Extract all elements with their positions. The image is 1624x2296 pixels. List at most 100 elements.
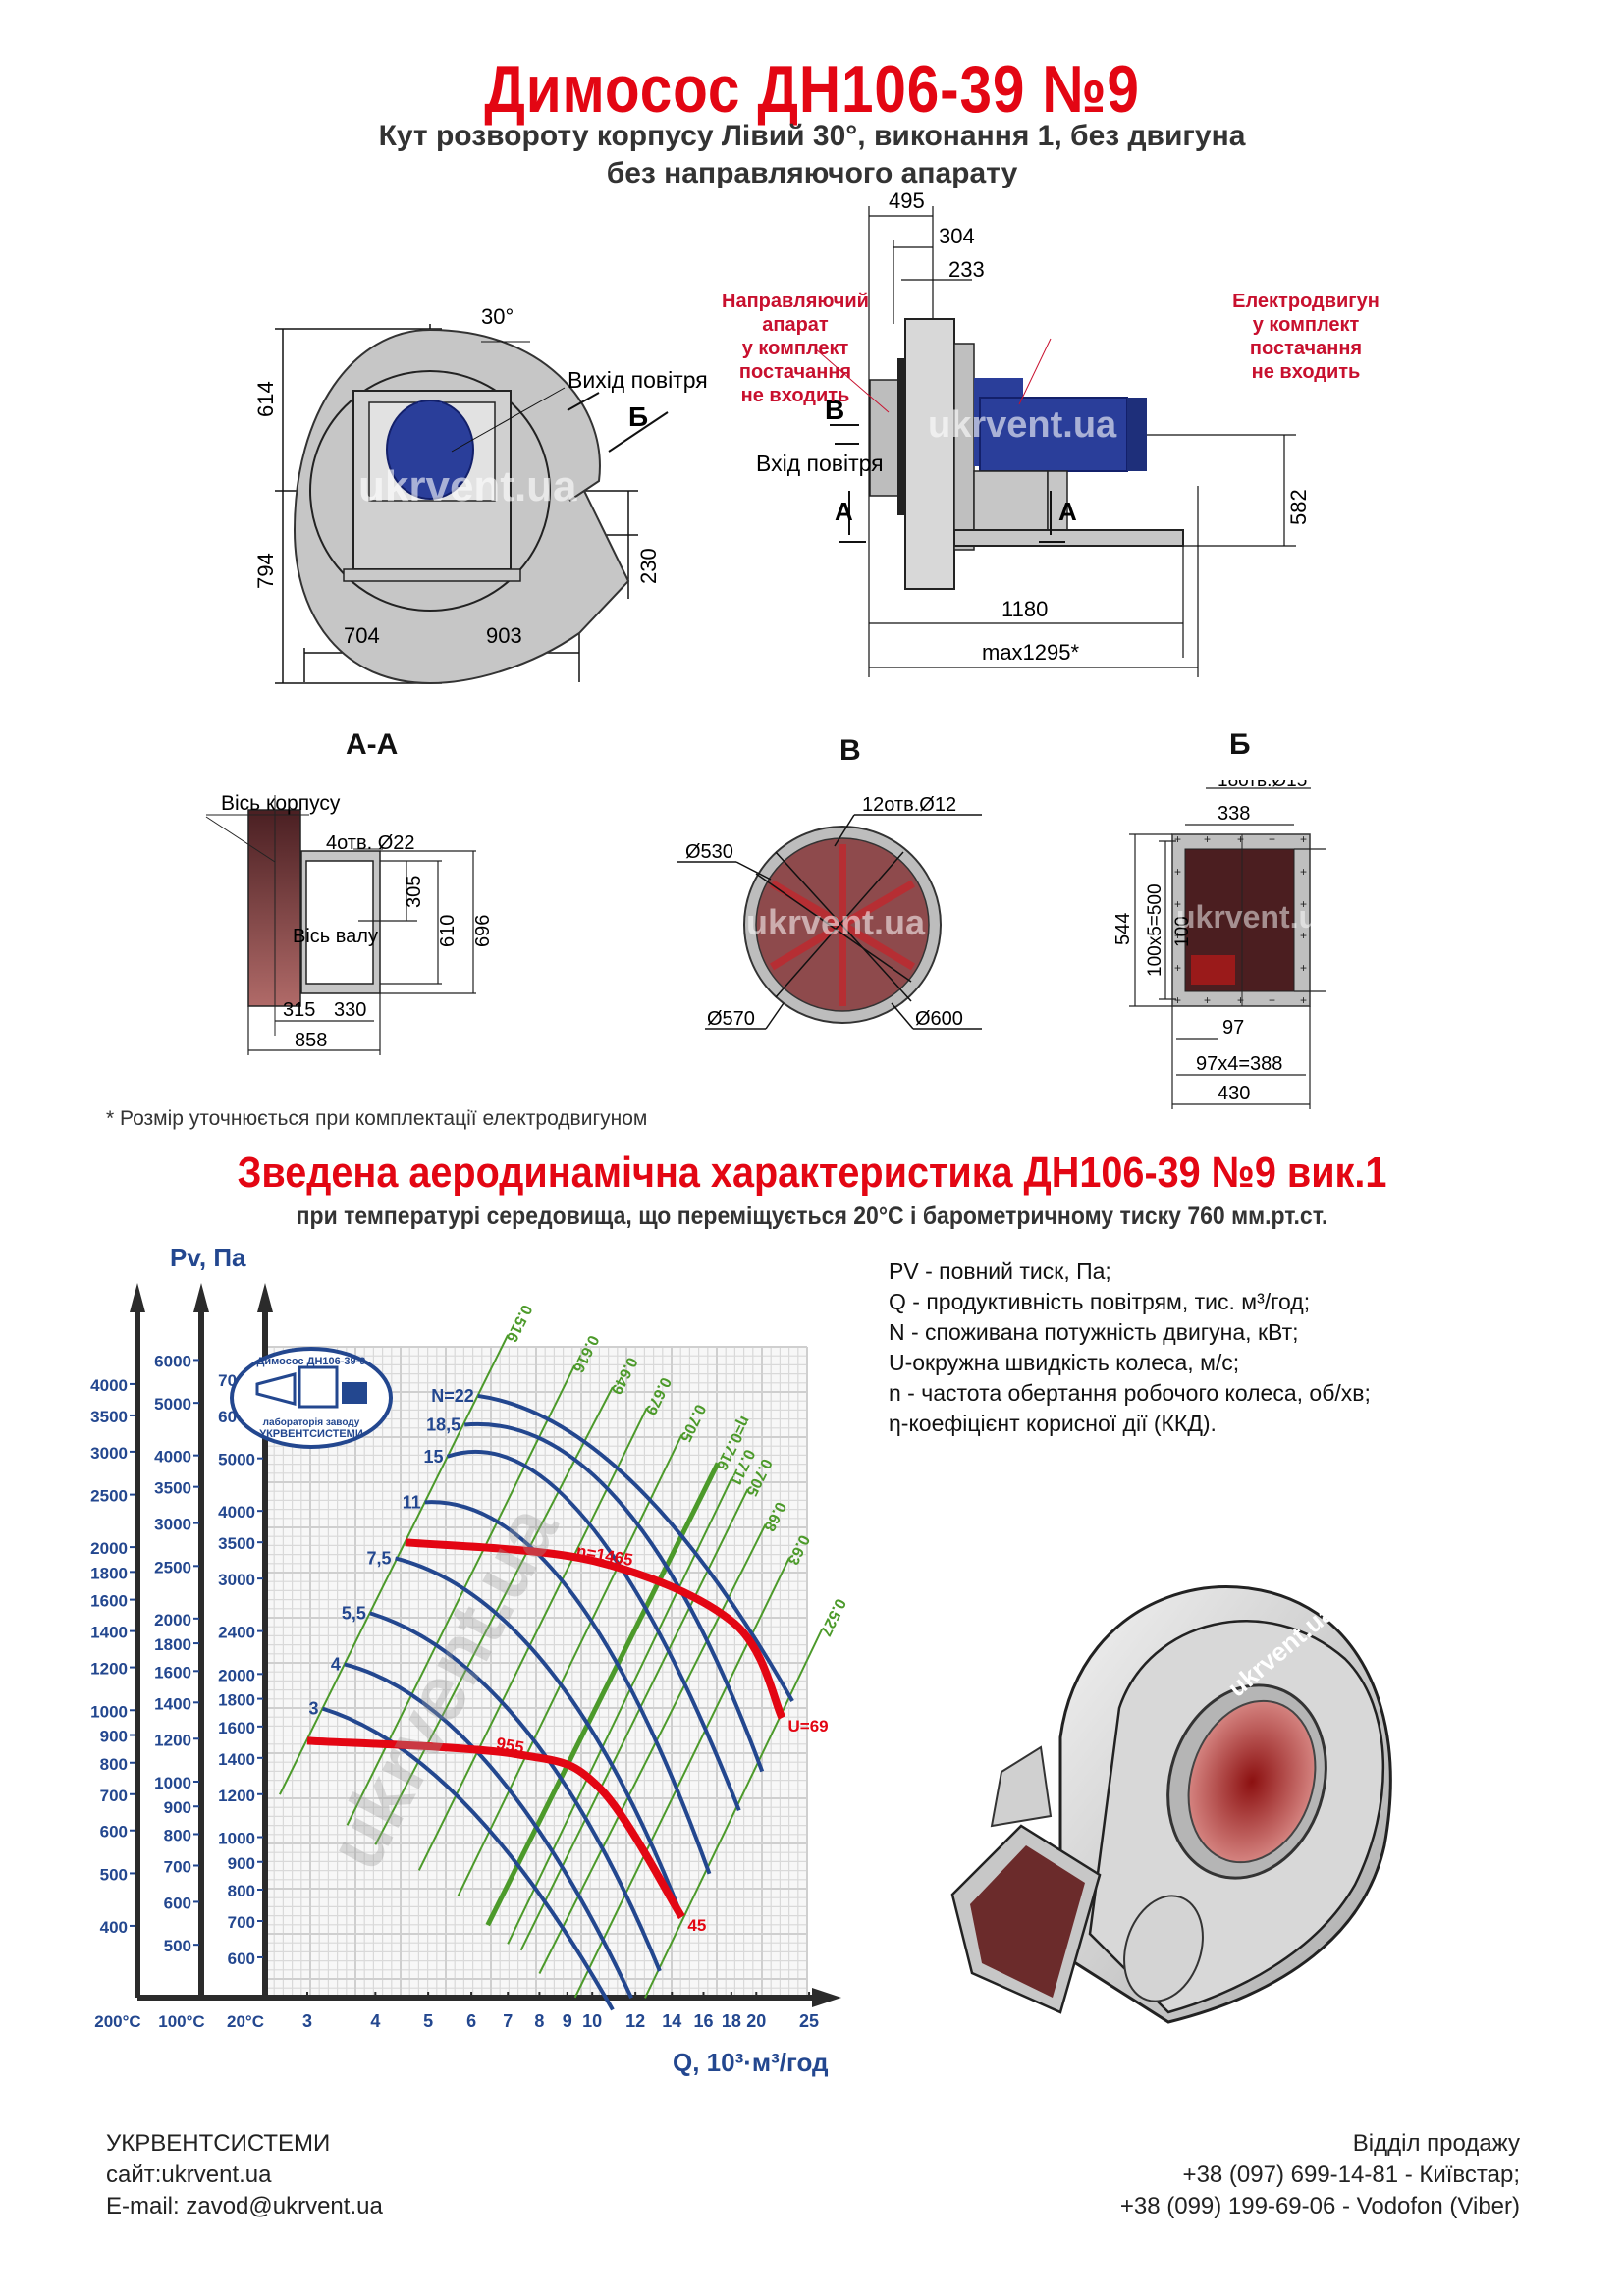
- marker-a-left: А: [835, 497, 853, 526]
- efficiency-line: [457, 1434, 683, 1897]
- efficiency-label: 0.527: [817, 1596, 849, 1639]
- y-tick-label: 2500: [154, 1558, 191, 1576]
- y-tick-label: 1400: [218, 1750, 255, 1769]
- x-tick-label: 3: [302, 2011, 312, 2031]
- temperature-label: 100°C: [158, 2012, 204, 2031]
- y-tick-label: 1400: [154, 1694, 191, 1713]
- power-curve: [463, 1421, 765, 1773]
- y-tick-label: 500: [100, 1865, 128, 1884]
- section-v-drawing: Ø530 Ø570 Ø600 12отв.Ø12 ukrvent.ua: [677, 794, 982, 1030]
- holes-label: 18отв.Ø15: [1218, 780, 1307, 791]
- guide-vane-note: Направляючий апарат у комплект постачанн…: [702, 290, 889, 407]
- y-tick-label: 4000: [90, 1376, 128, 1395]
- power-curve: [369, 1611, 662, 1972]
- angle-label: 30°: [481, 304, 514, 329]
- dim-338: 338: [1218, 803, 1250, 825]
- dim-d570: Ø570: [707, 1008, 755, 1030]
- x-tick-label: 12: [625, 2011, 645, 2031]
- phone-vodafone[interactable]: +38 (099) 199-69-06 - Vodofon (Viber): [1119, 2193, 1520, 2219]
- y-tick-label: 600: [228, 1949, 255, 1968]
- housing-side: [904, 318, 955, 590]
- watermark: ukrvent.ua: [358, 462, 577, 510]
- svg-text:+: +: [1237, 832, 1244, 846]
- y-tick-label: 600: [100, 1823, 128, 1842]
- dim-230: 230: [636, 548, 661, 584]
- y-tick-label: 1200: [218, 1787, 255, 1805]
- y-tick-label: 1600: [154, 1663, 191, 1682]
- y-tick-label: 3500: [218, 1534, 255, 1553]
- power-curve-label: 11: [403, 1492, 421, 1512]
- legend-item-pv: PV - повний тиск, Па;: [889, 1258, 1111, 1284]
- efficiency-line: [644, 1629, 824, 1999]
- y-tick-label: 3000: [154, 1516, 191, 1534]
- efficiency-line: [374, 1386, 614, 1845]
- y-tick-label: 3000: [90, 1444, 128, 1463]
- y-tick-label: 5000: [154, 1395, 191, 1414]
- dim-430: 430: [1218, 1083, 1250, 1104]
- dim-614: 614: [253, 381, 278, 417]
- y-tick-label: 1000: [154, 1774, 191, 1792]
- y-tick-label: 3000: [218, 1571, 255, 1589]
- power-curve: [344, 1662, 633, 2000]
- email-link[interactable]: E-mail: zavod@ukrvent.ua: [106, 2193, 383, 2219]
- x-tick-label: 25: [799, 2011, 819, 2031]
- guide-note-line-1: Направляючий апарат: [722, 291, 869, 336]
- power-curve-label: 15: [424, 1447, 444, 1467]
- marker-a-right: А: [1058, 497, 1077, 526]
- side-view-drawing: ukrvent.ua 495 304 233 582 1180 max1295*…: [756, 188, 1311, 677]
- dim-582: 582: [1286, 489, 1311, 525]
- power-curve: [321, 1706, 615, 2011]
- x-tick-label: 9: [563, 2011, 572, 2031]
- x-tick-label: 6: [466, 2011, 476, 2031]
- stamp-bottom-text-2: УКРВЕНТСИСТЕМИ: [259, 1428, 363, 1440]
- guide-note-line-2: у комплект постачання: [738, 338, 852, 383]
- subtitle-line-1: Кут розвороту корпусу Лівий 30°, виконан…: [378, 120, 1246, 152]
- speed-curve: [306, 1736, 685, 1920]
- speed-curve-label: 955: [495, 1735, 525, 1758]
- y-tick-label: 2500: [90, 1487, 128, 1506]
- dim-388: 97x4=388: [1196, 1053, 1282, 1075]
- dim-d530: Ø530: [685, 841, 733, 863]
- chart-title: Зведена аеродинамічна характеристика ДН1…: [237, 1148, 1387, 1197]
- dim-544: 544: [1112, 913, 1134, 945]
- speed-curve-end-label: 45: [687, 1916, 706, 1935]
- speed-curve: [405, 1538, 786, 1720]
- y-tick-label: 800: [228, 1882, 255, 1900]
- power-curve: [424, 1500, 712, 1875]
- svg-text:+: +: [1237, 993, 1244, 1007]
- dim-1180: 1180: [1001, 597, 1048, 621]
- x-tick-label: 10: [582, 2011, 602, 2031]
- y-tick-label: 5000: [218, 1451, 255, 1469]
- shaft-axis-label: Вісь валу: [293, 926, 378, 947]
- y-tick-label: 1000: [90, 1702, 128, 1721]
- svg-text:+: +: [1300, 929, 1307, 942]
- dim-500: 100x5=500: [1145, 883, 1165, 977]
- dim-233: 233: [948, 257, 985, 282]
- section-marker-b: Б: [628, 401, 648, 432]
- x-tick-label: 5: [423, 2011, 433, 2031]
- power-curve-label: N=22: [431, 1386, 474, 1406]
- y-tick-label: 900: [228, 1854, 255, 1873]
- y-tick-label: 2000: [218, 1666, 255, 1684]
- y-axis-label: Pv, Па: [170, 1243, 246, 1272]
- chart-axes: 4000350030002500200018001600140012001000…: [90, 1283, 841, 2031]
- x-tick-label: 4: [370, 2011, 380, 2031]
- svg-text:+: +: [1174, 832, 1181, 846]
- fan-3d-render: ukrvent.ua: [950, 1585, 1392, 2024]
- y-tick-label: 3500: [90, 1408, 128, 1426]
- dim-305: 305: [404, 876, 425, 908]
- efficiency-line: [279, 1334, 510, 1795]
- phone-kyivstar[interactable]: +38 (097) 699-14-81 - Київстар;: [1182, 2162, 1520, 2188]
- dim-495: 495: [889, 188, 925, 213]
- guide-note-line-3: не входить: [740, 385, 850, 406]
- site-link[interactable]: сайт:ukrvent.ua: [106, 2162, 272, 2188]
- y-tick-label: 1800: [90, 1564, 128, 1582]
- power-curve-label: 18,5: [426, 1415, 460, 1435]
- svg-text:+: +: [1204, 993, 1211, 1007]
- chart-subtitle: при температурі середовища, що переміщує…: [296, 1202, 1328, 1230]
- efficiency-line: [519, 1488, 749, 1951]
- watermark: ukrvent.ua: [928, 404, 1117, 446]
- y-tick-label: 700: [100, 1787, 128, 1805]
- legend-item-u: U-окружна швидкість колеса, м/с;: [889, 1350, 1240, 1375]
